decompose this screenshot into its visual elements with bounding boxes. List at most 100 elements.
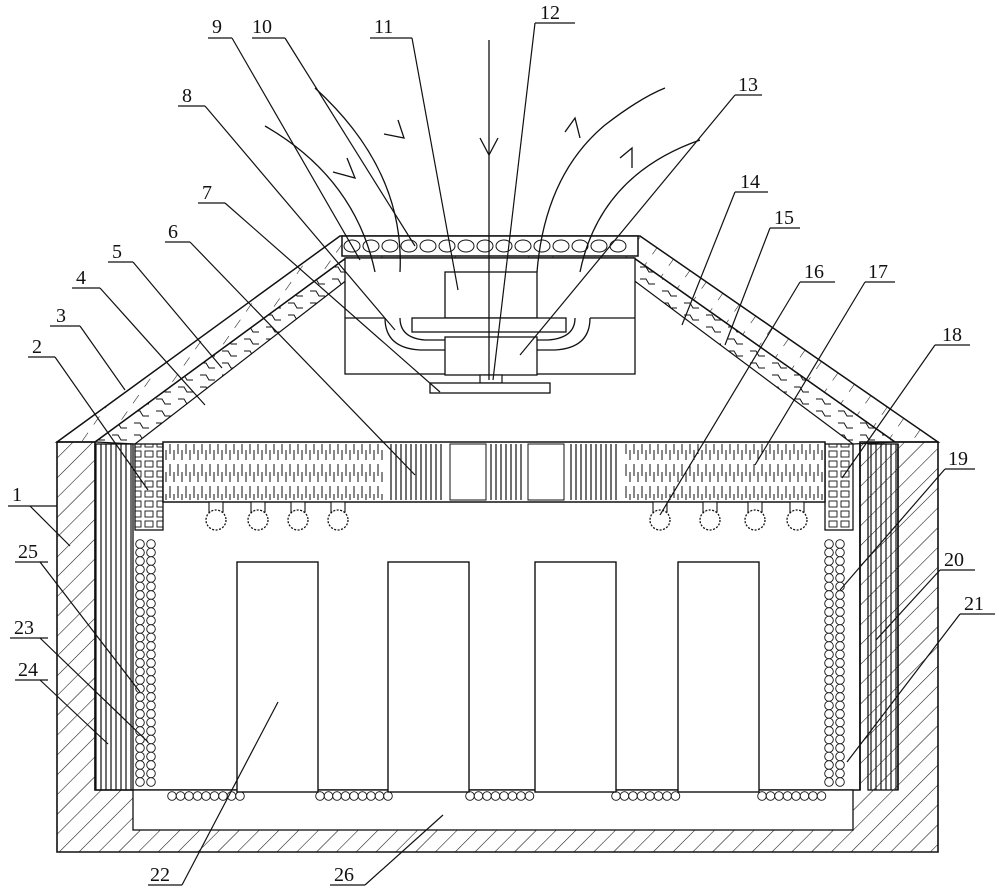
ball	[136, 616, 145, 625]
ball	[825, 599, 834, 608]
floor-roll	[236, 792, 245, 801]
ball	[836, 574, 845, 583]
ball	[825, 676, 834, 685]
pipe	[745, 510, 765, 530]
ball	[836, 769, 845, 778]
floor-roll	[775, 792, 784, 801]
right-brick-pillar	[825, 444, 853, 530]
floor-roll	[219, 792, 228, 801]
fan-motor	[445, 272, 537, 318]
ball	[147, 744, 156, 753]
floor-roll	[193, 792, 202, 801]
floor-roll	[168, 792, 177, 801]
ball	[836, 684, 845, 693]
ball	[825, 727, 834, 736]
ball	[836, 548, 845, 557]
floor-roll	[474, 792, 483, 801]
floor-roll	[483, 792, 492, 801]
floor-roll	[367, 792, 376, 801]
ball	[825, 582, 834, 591]
ball	[147, 769, 156, 778]
fan-housing	[445, 337, 537, 375]
ball	[136, 659, 145, 668]
floor-roll	[817, 792, 826, 801]
ball	[825, 718, 834, 727]
ball	[136, 591, 145, 600]
ball	[147, 693, 156, 702]
pipe	[787, 510, 807, 530]
label-7: 7	[202, 182, 212, 204]
ball	[836, 761, 845, 770]
floor-roll	[316, 792, 325, 801]
ball	[836, 659, 845, 668]
floor-roll	[800, 792, 809, 801]
ball	[825, 693, 834, 702]
ball	[136, 650, 145, 659]
ball	[825, 659, 834, 668]
gravel-stone	[610, 240, 626, 252]
floor-roll	[620, 792, 629, 801]
floor-roll	[809, 792, 818, 801]
floor-roll	[210, 792, 219, 801]
ball	[836, 633, 845, 642]
label-14: 14	[740, 171, 760, 193]
gravel-stone	[515, 240, 531, 252]
ball	[136, 701, 145, 710]
label-17: 17	[868, 261, 888, 283]
ball	[836, 752, 845, 761]
ball	[836, 625, 845, 634]
ventilation-unit	[345, 258, 635, 393]
ball	[836, 710, 845, 719]
ball	[836, 744, 845, 753]
ball	[825, 616, 834, 625]
ball	[136, 633, 145, 642]
ball	[147, 582, 156, 591]
label-16: 16	[804, 261, 824, 283]
gravel-stone	[553, 240, 569, 252]
ball	[836, 642, 845, 651]
gravel-stone	[363, 240, 379, 252]
ball	[136, 574, 145, 583]
gravel-stone	[382, 240, 398, 252]
ball	[825, 565, 834, 574]
ball	[836, 718, 845, 727]
gravel-stone	[439, 240, 455, 252]
label-24: 24	[18, 659, 38, 681]
label-18: 18	[942, 324, 962, 346]
floor-roll	[671, 792, 680, 801]
ball	[836, 557, 845, 566]
ball	[836, 599, 845, 608]
floor-roll	[185, 792, 194, 801]
ball	[147, 616, 156, 625]
ball	[147, 608, 156, 617]
floor-roll	[629, 792, 638, 801]
ball	[136, 557, 145, 566]
ball	[147, 718, 156, 727]
ball	[147, 650, 156, 659]
ball	[825, 710, 834, 719]
ball	[825, 633, 834, 642]
ball	[836, 565, 845, 574]
pipes-under-beam	[206, 502, 807, 530]
ball	[147, 701, 156, 710]
ball	[825, 735, 834, 744]
label-22: 22	[150, 864, 170, 886]
ball	[836, 701, 845, 710]
pipe	[288, 510, 308, 530]
ball	[825, 778, 834, 787]
ball	[136, 599, 145, 608]
label-19: 19	[948, 448, 968, 470]
ball	[147, 599, 156, 608]
ball	[147, 735, 156, 744]
floor-roll	[637, 792, 646, 801]
gravel-stone	[420, 240, 436, 252]
pipe	[700, 510, 720, 530]
ball	[825, 761, 834, 770]
label-23: 23	[14, 617, 34, 639]
pipe	[206, 510, 226, 530]
ball	[147, 752, 156, 761]
label-11: 11	[374, 16, 393, 38]
ball	[825, 769, 834, 778]
ball	[825, 667, 834, 676]
ball	[825, 650, 834, 659]
